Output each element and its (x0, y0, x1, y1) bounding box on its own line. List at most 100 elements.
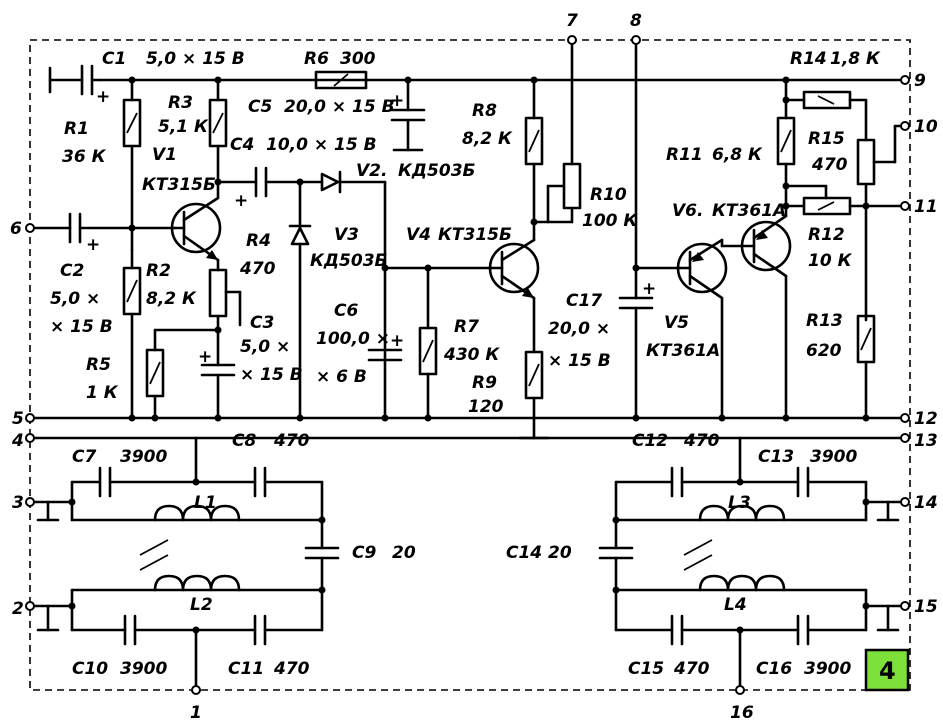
c7-value: 3900 (120, 447, 167, 467)
l2-ref: L2 (190, 595, 213, 615)
figure-badge: 4 (864, 648, 910, 692)
c6-value-1: 100,0 × (316, 329, 390, 349)
c12-value: 470 (683, 431, 720, 451)
r2-ref: R2 (146, 261, 171, 281)
c16-value: 3900 (804, 659, 851, 679)
v3-ref: V3 (334, 225, 359, 245)
c15-ref: C15 (628, 659, 664, 679)
diode-v3 (288, 180, 312, 420)
r13-value: 620 (806, 341, 842, 361)
c17-value-1: 20,0 × (548, 319, 610, 339)
module-outline (29, 39, 911, 691)
v6-ref: V6. (672, 201, 703, 221)
c14-value: 20 (548, 543, 572, 563)
pin-3-label: 3 (12, 493, 24, 513)
r5-ref: R5 (86, 355, 111, 375)
capacitor-c2 (28, 212, 177, 244)
resistor-r6 (314, 70, 368, 90)
r12-value: 10 К (808, 251, 853, 271)
r11-ref: R11 (666, 145, 703, 165)
c12-ref: C12 (632, 431, 668, 451)
c3-ref: C3 (250, 313, 274, 333)
l3-ref: L3 (728, 493, 751, 513)
r8-ref: R8 (472, 101, 497, 121)
v5-ref: V5 (664, 313, 689, 333)
c3-value-2: × 15 В (240, 365, 303, 385)
v1-type: КТ315Б (142, 175, 216, 195)
r14-ref: R14 (790, 49, 827, 69)
c8-ref: C8 (232, 431, 256, 451)
c8-value: 470 (273, 431, 310, 451)
resistor-r14 (784, 90, 868, 142)
c10-value: 3900 (120, 659, 167, 679)
resistor-r9 (518, 296, 550, 440)
filter-right (598, 436, 907, 692)
diode-v2 (320, 170, 387, 420)
capacitor-c4 (216, 166, 324, 198)
c5-ref: C5 (248, 97, 272, 117)
c6-polarity: + (390, 331, 404, 351)
pin-terminals (25, 75, 910, 695)
capacitor-c5 (390, 78, 426, 152)
transistor-v6 (720, 214, 792, 420)
c7-ref: C7 (72, 447, 96, 467)
v6-type: КТ361А (712, 201, 786, 221)
r2-value: 8,2 К (146, 289, 197, 309)
pin-1-label: 1 (190, 703, 202, 723)
r3-ref: R3 (168, 93, 193, 113)
pin-8-label: 8 (630, 11, 642, 31)
capacitor-c3 (200, 328, 236, 420)
c15-value: 470 (673, 659, 710, 679)
pin-5-label: 5 (12, 409, 24, 429)
c11-value: 470 (273, 659, 310, 679)
r11-value: 6,8 К (712, 145, 763, 165)
pin-4-label: 4 (11, 431, 24, 451)
r3-value: 5,1 К (158, 117, 209, 137)
c9-ref: C9 (352, 543, 376, 563)
r1-value: 36 К (62, 147, 107, 167)
c1-value: 5,0 × 15 В (146, 49, 245, 69)
r4-ref: R4 (246, 231, 271, 251)
r1-ref: R1 (64, 119, 89, 139)
r9-ref: R9 (472, 373, 497, 393)
capacitor-c17 (618, 38, 654, 420)
pin-10-label: 10 (914, 117, 938, 137)
pin-7-terminal (567, 35, 577, 45)
c1-ref: C1 (102, 49, 126, 69)
c14-ref: C14 (506, 543, 542, 563)
r15-ref: R15 (808, 129, 845, 149)
c3-polarity: + (198, 347, 212, 367)
resistor-r8 (524, 78, 544, 242)
resistor-r15 (856, 124, 907, 322)
v3-type: КД503Б (310, 251, 388, 271)
c9-value: 20 (392, 543, 416, 563)
resistor-r7 (418, 266, 438, 420)
c17-polarity: + (642, 279, 656, 299)
resistor-r5 (122, 248, 142, 420)
r10-value: 100 К (582, 211, 638, 231)
v4-type: КТ315Б (438, 225, 512, 245)
resistor-r2-branch (145, 328, 220, 420)
c4-value: 10,0 × 15 В (266, 135, 377, 155)
r14-value: 1,8 К (830, 49, 881, 69)
pin-8-terminal (631, 35, 641, 45)
c10-ref: C10 (72, 659, 108, 679)
figure-number: 4 (879, 657, 896, 685)
r4-value: 470 (239, 259, 276, 279)
r5-value: 1 К (86, 383, 119, 403)
pin-2-label: 2 (12, 599, 24, 619)
r6-ref: R6 (304, 49, 329, 69)
c2-value-2: × 15 В (50, 317, 113, 337)
resistor-r4 (208, 258, 242, 332)
c5-polarity: + (390, 91, 404, 111)
capacitor-c6 (367, 348, 403, 362)
l1-ref: L1 (194, 493, 217, 513)
resistor-r13 (856, 314, 876, 420)
pin-15-label: 15 (914, 597, 938, 617)
r15-value: 470 (811, 155, 848, 175)
r6-value: 300 (340, 49, 376, 69)
r9-value: 120 (468, 397, 504, 417)
c6-value-2: × 6 В (316, 367, 367, 387)
c5-value: 20,0 × 15 В (284, 97, 395, 117)
